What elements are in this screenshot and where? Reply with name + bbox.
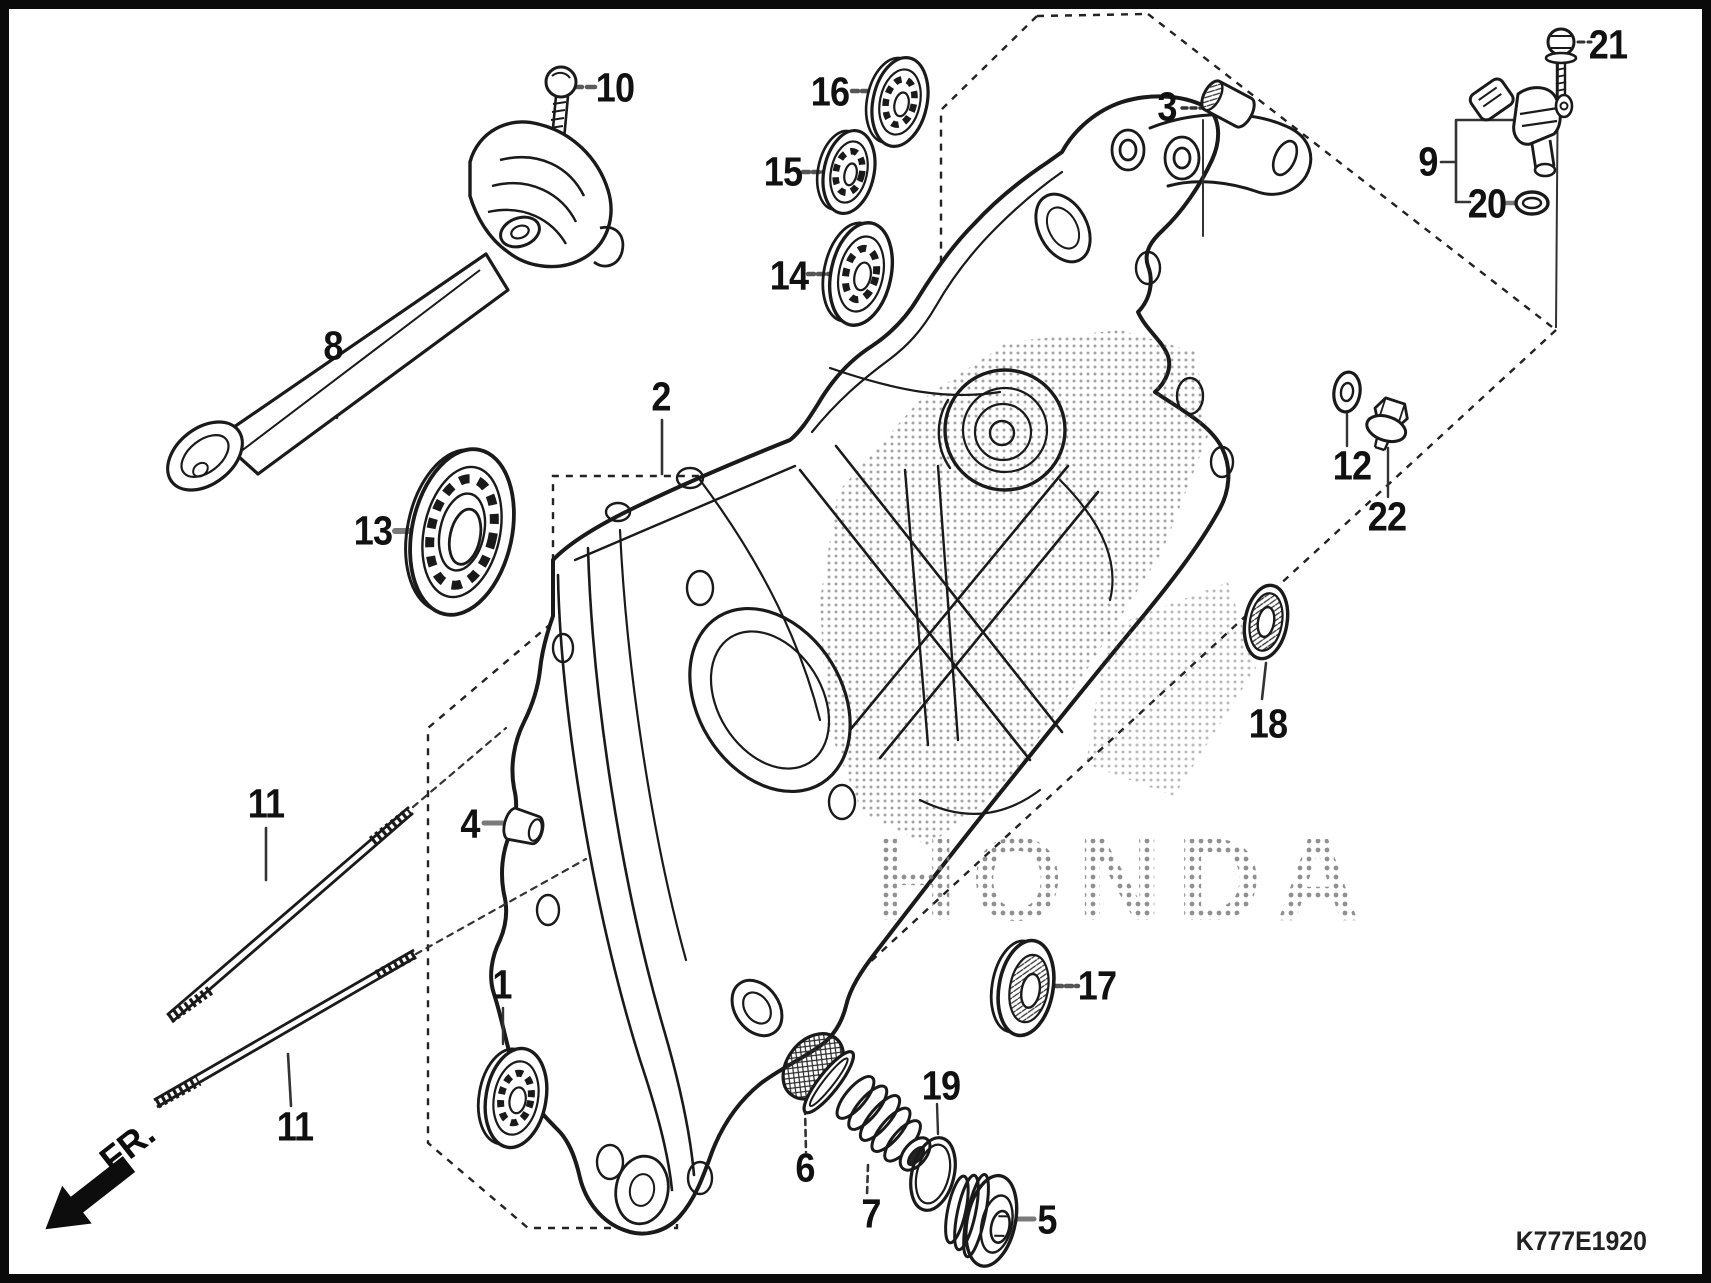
part-callout-8[interactable]: 8: [323, 322, 343, 369]
part-callout-2[interactable]: 2: [651, 373, 671, 420]
part-callout-17[interactable]: 17: [1077, 962, 1117, 1009]
part-callout-11[interactable]: 11: [247, 780, 285, 827]
leader-part-11b: [286, 1052, 293, 1108]
part-callout-3[interactable]: 3: [1157, 83, 1177, 130]
part-callout-11[interactable]: 11: [276, 1103, 314, 1150]
part-callout-7[interactable]: 7: [861, 1190, 881, 1237]
diagram-code-label: K777E1920: [1516, 1226, 1648, 1256]
part-1-bearing: [476, 1046, 549, 1150]
part-callout-13[interactable]: 13: [353, 507, 393, 554]
part-callout-12[interactable]: 12: [1332, 442, 1372, 489]
part-6-strainer: [781, 1032, 856, 1115]
part-11-stud-upper: [166, 805, 414, 1024]
leader-part-7: [865, 1163, 870, 1197]
part-11-stud-lower: [153, 948, 418, 1109]
part-callout-20[interactable]: 20: [1467, 180, 1507, 227]
part-callout-19[interactable]: 19: [921, 1062, 961, 1109]
part-8-stand-arm: [166, 120, 625, 492]
part-callout-15[interactable]: 15: [763, 148, 803, 195]
part-12-washer: [1332, 370, 1362, 414]
part-22-bolt: [1365, 396, 1409, 452]
part-callout-9[interactable]: 9: [1418, 138, 1438, 185]
honda-watermark: HONDA: [872, 814, 1375, 946]
part-callout-18[interactable]: 18: [1248, 700, 1288, 747]
part-16-bearing: [864, 56, 930, 148]
part-15-bearing: [815, 128, 877, 216]
part-18-seal: [1242, 583, 1290, 661]
part-callout-5[interactable]: 5: [1037, 1196, 1057, 1243]
part-19-oring: [909, 1136, 957, 1212]
fr-arrow-icon: [45, 1156, 136, 1230]
part-3-roller: [1200, 79, 1256, 129]
part-callout-16[interactable]: 16: [810, 68, 850, 115]
part-10-bolt: [544, 65, 578, 151]
part-callout-4[interactable]: 4: [460, 800, 480, 847]
part-21-bolt: [1544, 27, 1578, 97]
part-callout-1[interactable]: 1: [492, 961, 512, 1008]
part-4-bushing: [502, 806, 545, 846]
leader-part-9-bracket: [1439, 118, 1523, 204]
part-callout-10[interactable]: 10: [595, 64, 635, 111]
part-callout-22[interactable]: 22: [1367, 493, 1407, 540]
part-13-bearing: [404, 447, 516, 617]
leader-stud-lower: [414, 857, 588, 956]
leader-stud-upper: [411, 726, 508, 809]
leader-part-6: [803, 1106, 808, 1154]
part-14-bearing: [821, 221, 894, 327]
part-callout-21[interactable]: 21: [1588, 21, 1628, 68]
part-callout-6[interactable]: 6: [795, 1144, 815, 1191]
crankcase-drawing: [489, 94, 1313, 1236]
part-17-seal: [989, 938, 1056, 1038]
part-9-sensor: [1468, 77, 1574, 178]
part-callout-14[interactable]: 14: [769, 252, 809, 299]
part-20-oring: [1514, 190, 1550, 216]
leader-part-19: [935, 1102, 940, 1136]
part-5-cap: [944, 1172, 1019, 1268]
leader-part-18: [1260, 661, 1268, 701]
